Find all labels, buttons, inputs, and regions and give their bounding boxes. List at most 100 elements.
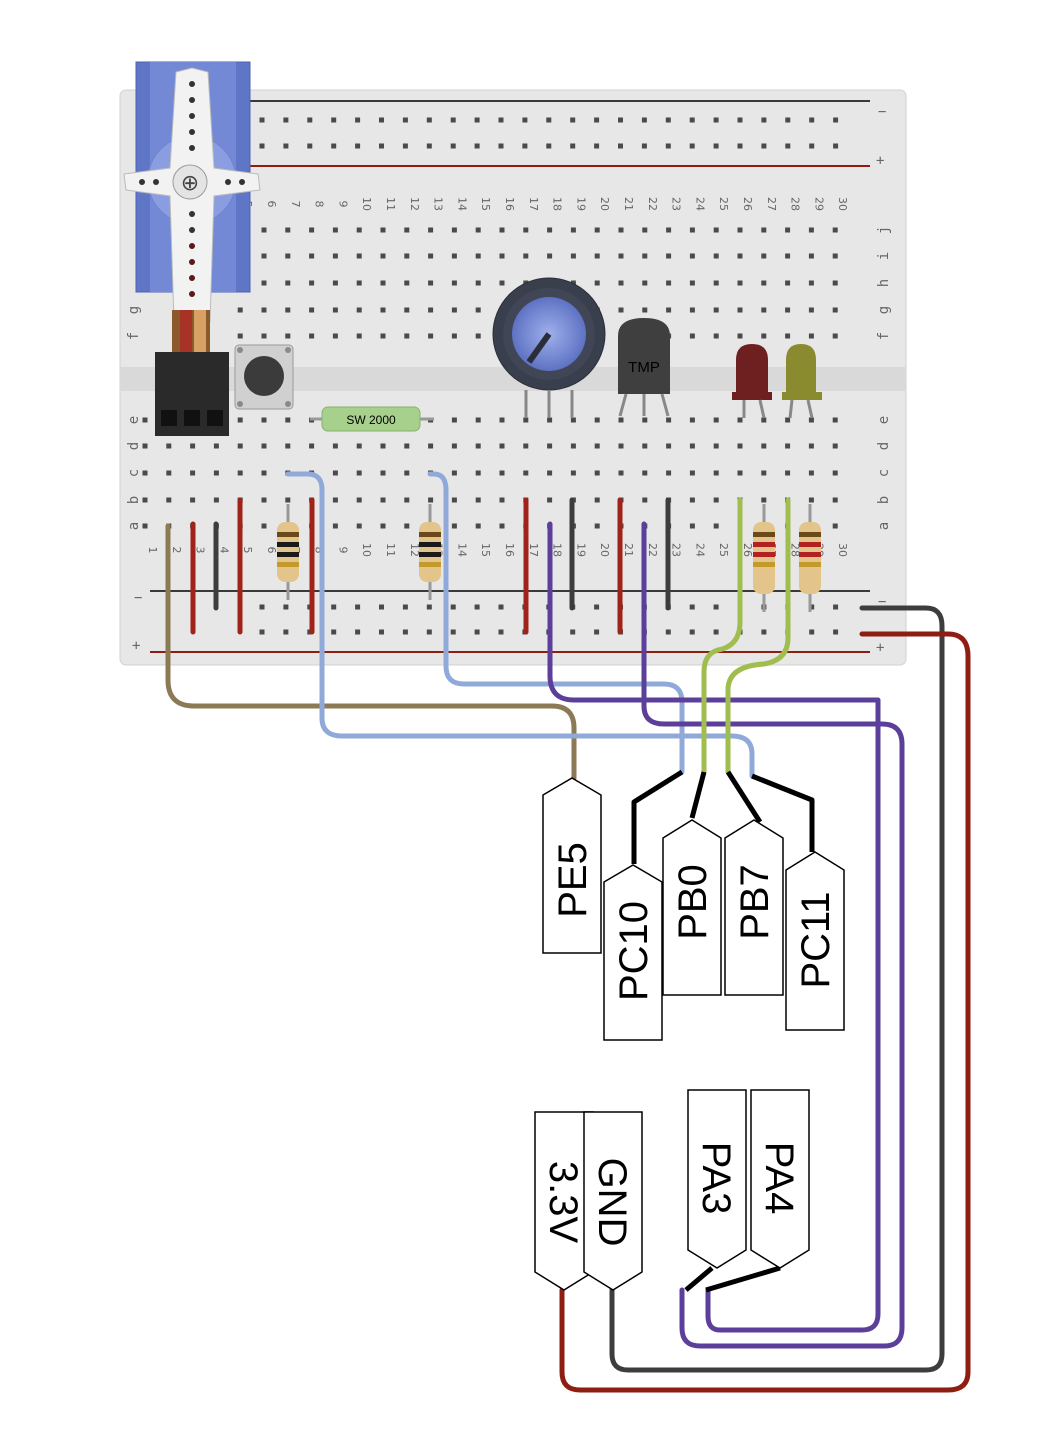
column-number-top: 18	[551, 197, 564, 211]
hole	[761, 333, 767, 339]
row-letter-left: a	[126, 522, 142, 530]
rail-hole	[594, 629, 600, 635]
hole	[499, 417, 505, 423]
hole	[832, 497, 838, 503]
hole	[547, 497, 553, 503]
hole	[451, 253, 457, 259]
hole	[666, 307, 672, 313]
hole	[808, 280, 814, 286]
column-number-top: 8	[313, 201, 326, 208]
hole	[285, 227, 291, 233]
hole	[309, 227, 315, 233]
hole	[832, 470, 838, 476]
rail-hole	[737, 117, 743, 123]
svg-text:PC11: PC11	[794, 891, 838, 988]
hole	[142, 470, 148, 476]
rail-hole	[809, 604, 815, 610]
row-letter-right: e	[876, 416, 892, 424]
rail-hole	[450, 117, 456, 123]
hole	[332, 497, 338, 503]
rail-hole	[498, 117, 504, 123]
hole	[261, 280, 267, 286]
hole	[499, 497, 505, 503]
hole	[356, 307, 362, 313]
wire-tan-pe5	[165, 523, 577, 781]
rail-hole	[379, 604, 384, 610]
row-letter-right: h	[876, 279, 892, 287]
hole	[428, 497, 434, 503]
column-number-top: 10	[360, 197, 373, 211]
column-number-bottom: 23	[670, 543, 683, 557]
rail-hole	[833, 629, 839, 635]
hole	[570, 280, 576, 286]
servo-motor: ⊕	[123, 61, 261, 358]
hole	[475, 333, 481, 339]
hole	[594, 470, 600, 476]
column-number-bottom: 17	[527, 543, 540, 557]
hole	[737, 253, 743, 259]
hole	[689, 497, 695, 503]
hole	[737, 333, 743, 339]
hole	[785, 443, 791, 449]
hole	[594, 227, 600, 233]
hole	[737, 307, 743, 313]
hole	[261, 470, 267, 476]
hole	[475, 497, 481, 503]
rail-hole	[474, 143, 480, 149]
hole	[642, 497, 648, 503]
hole	[404, 443, 410, 449]
hole	[618, 470, 624, 476]
hole	[404, 523, 410, 529]
hole	[808, 417, 814, 423]
hole	[689, 333, 695, 339]
hole	[261, 497, 267, 503]
hole	[832, 307, 838, 313]
column-number-top: 25	[717, 197, 730, 211]
hole	[451, 307, 457, 313]
hole	[761, 307, 767, 313]
hole	[213, 497, 219, 503]
hole	[237, 470, 243, 476]
column-number-top: 20	[598, 197, 611, 211]
hole	[618, 253, 624, 259]
hole	[332, 443, 338, 449]
hole	[761, 443, 767, 449]
rail-hole	[259, 117, 265, 123]
svg-text:PB7: PB7	[733, 864, 777, 940]
hole	[785, 280, 791, 286]
pushbutton[interactable]	[234, 344, 294, 410]
hole	[737, 470, 743, 476]
hole	[404, 497, 410, 503]
rail-plus-top: +	[876, 153, 884, 169]
hole	[142, 417, 148, 423]
column-number-bottom: 30	[836, 543, 849, 557]
rail-hole	[761, 629, 767, 635]
hole	[761, 417, 767, 423]
rail-hole	[355, 604, 361, 610]
potentiometer[interactable]	[492, 277, 606, 418]
hole	[475, 523, 481, 529]
hole	[356, 227, 362, 233]
hole	[785, 470, 791, 476]
hole	[309, 443, 315, 449]
hole	[475, 307, 481, 313]
svg-text:PC10: PC10	[612, 901, 656, 1001]
hole	[666, 443, 672, 449]
hole	[618, 307, 624, 313]
hole	[309, 307, 315, 313]
wire-green-pb7	[725, 497, 791, 775]
hole	[713, 253, 719, 259]
column-number-bottom: 3	[194, 547, 207, 554]
rail-hole	[522, 143, 528, 149]
column-number-bottom: 5	[241, 547, 254, 554]
breadboard-holes	[142, 117, 839, 635]
rail-hole	[498, 604, 504, 610]
hole	[713, 307, 719, 313]
resistor	[277, 504, 299, 600]
hole	[832, 417, 838, 423]
rail-minus-bottom: −	[878, 594, 886, 610]
hole	[523, 253, 529, 259]
hole	[166, 470, 172, 476]
rail-hole	[474, 629, 480, 635]
hole	[190, 470, 196, 476]
